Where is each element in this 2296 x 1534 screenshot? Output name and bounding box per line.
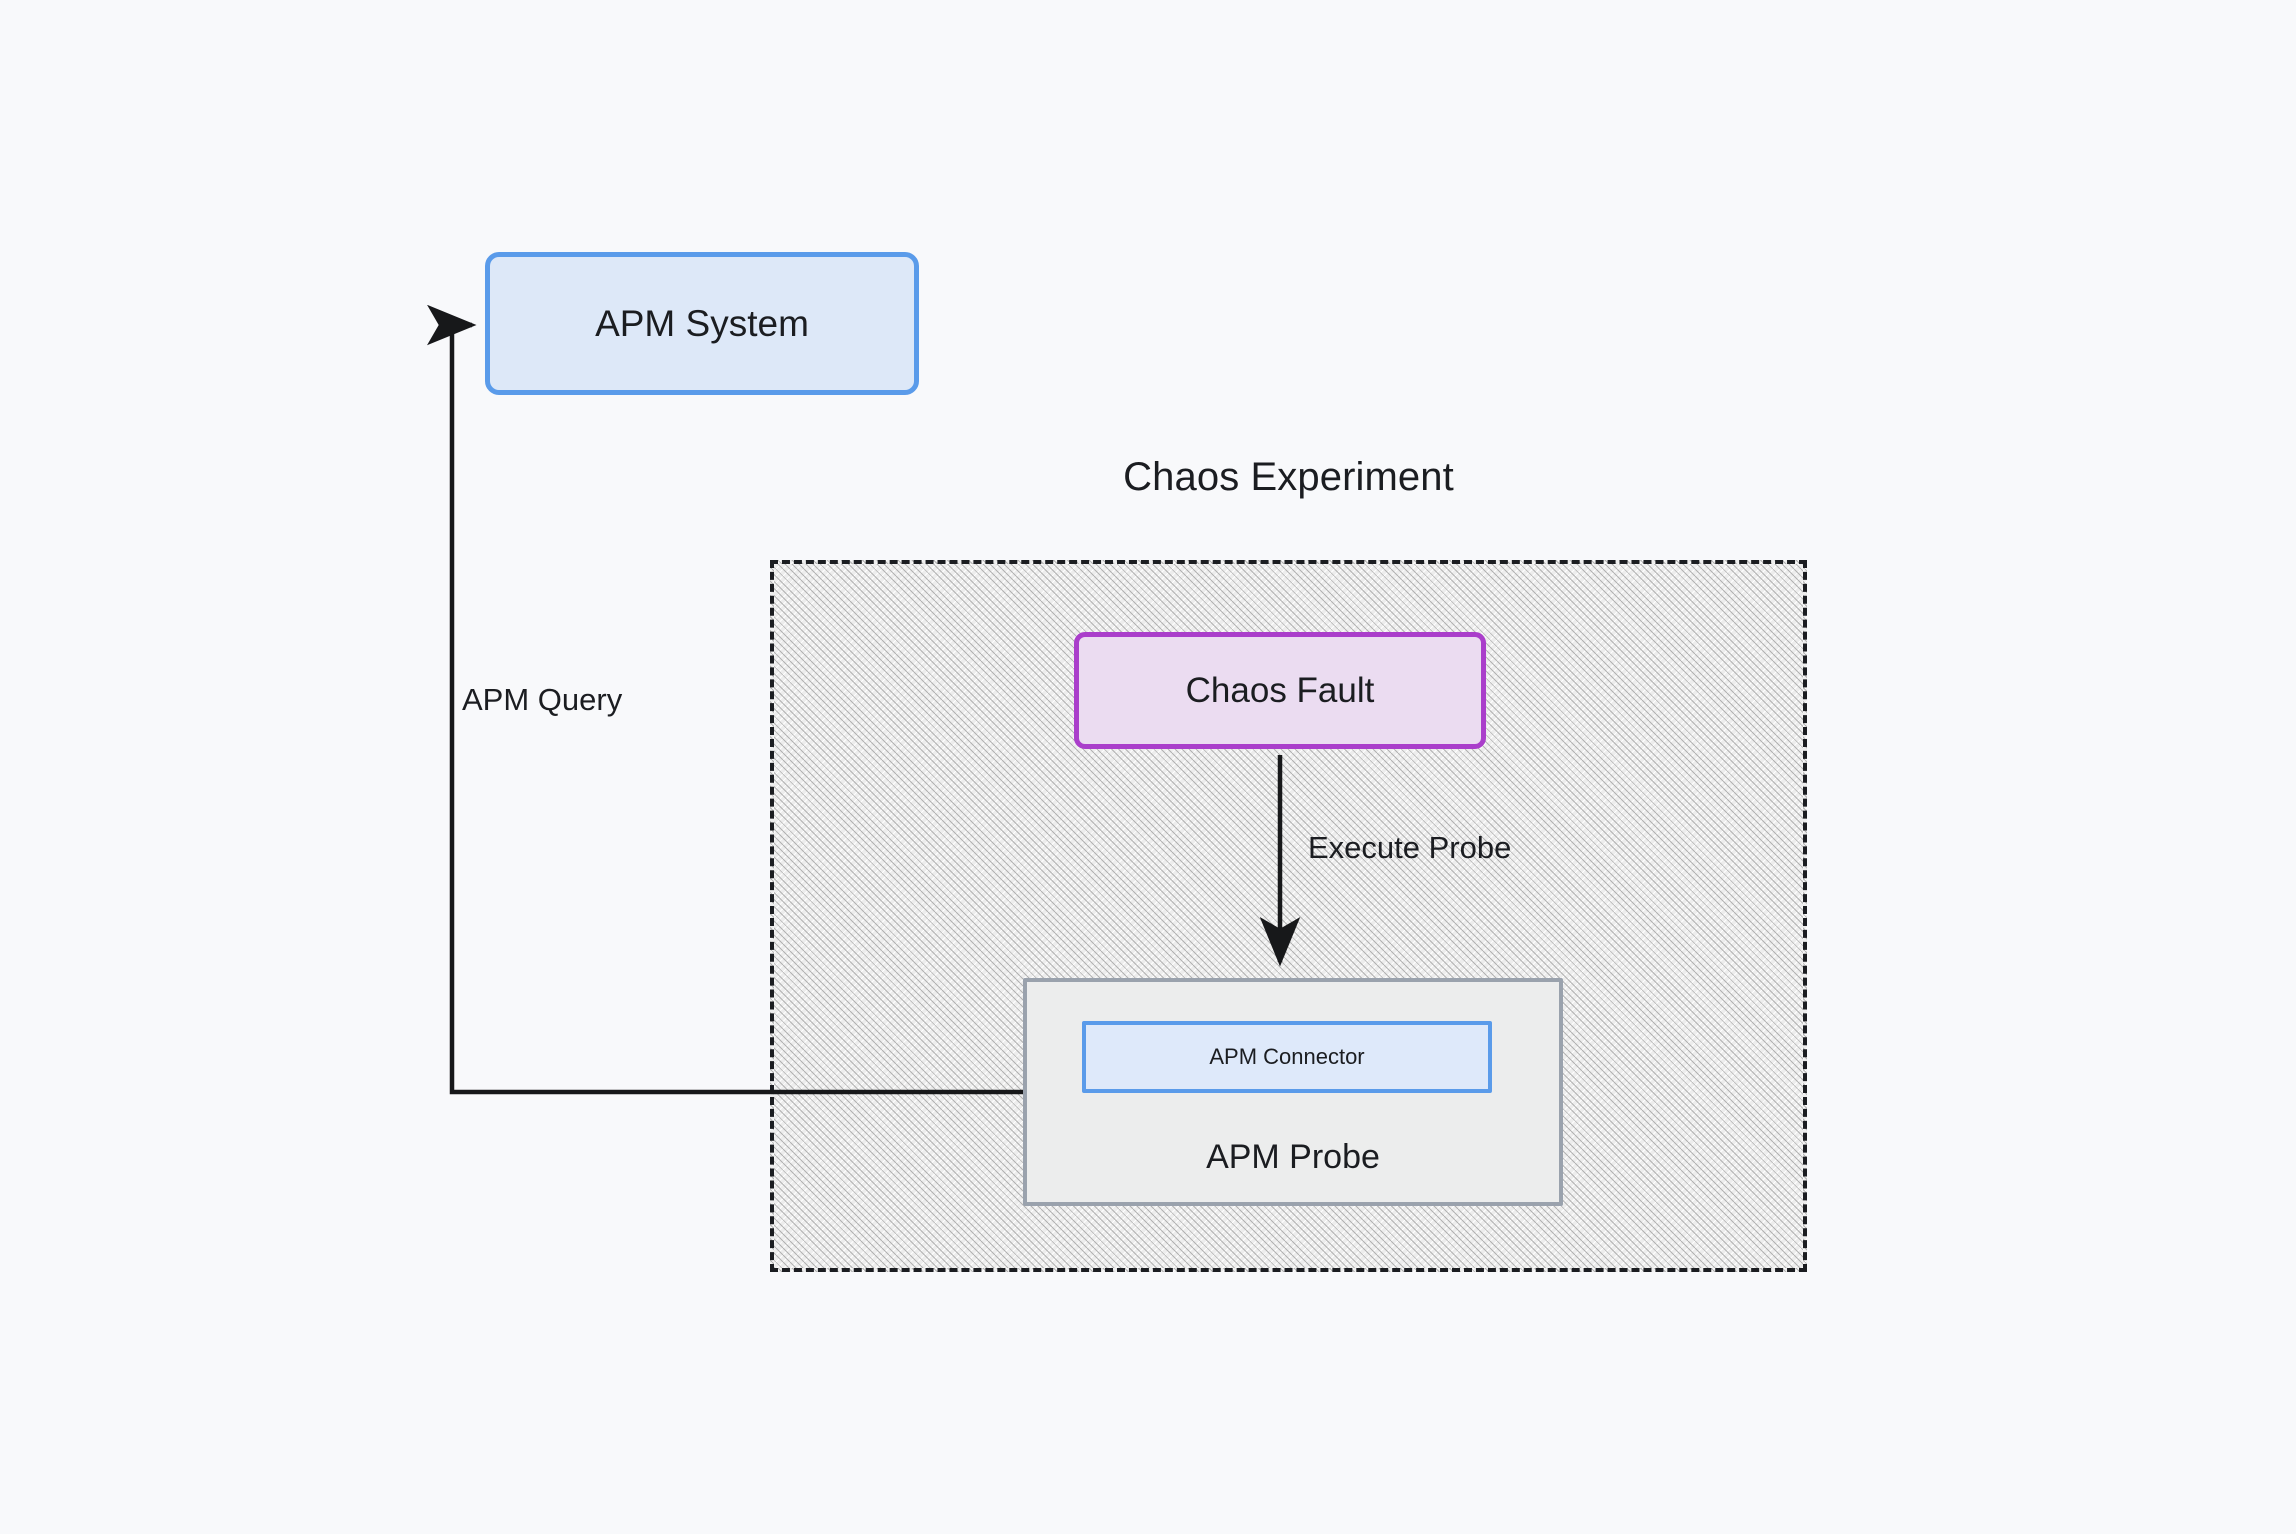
chaos-experiment-title: Chaos Experiment [1123, 455, 1454, 499]
node-chaos-fault[interactable]: Chaos Fault [1074, 632, 1486, 749]
node-apm-probe[interactable]: APM Connector APM Probe [1023, 978, 1563, 1206]
node-chaos-fault-label: Chaos Fault [1185, 670, 1375, 710]
node-apm-connector-label: APM Connector [1209, 1044, 1365, 1069]
edge-label-execute-probe: Execute Probe [1308, 830, 1512, 865]
edge-label-apm-query: APM Query [462, 682, 623, 717]
node-apm-probe-label: APM Probe [1206, 1138, 1380, 1176]
node-apm-system[interactable]: APM System [485, 252, 919, 395]
node-apm-system-label: APM System [595, 302, 809, 344]
node-apm-connector[interactable]: APM Connector [1082, 1021, 1492, 1093]
